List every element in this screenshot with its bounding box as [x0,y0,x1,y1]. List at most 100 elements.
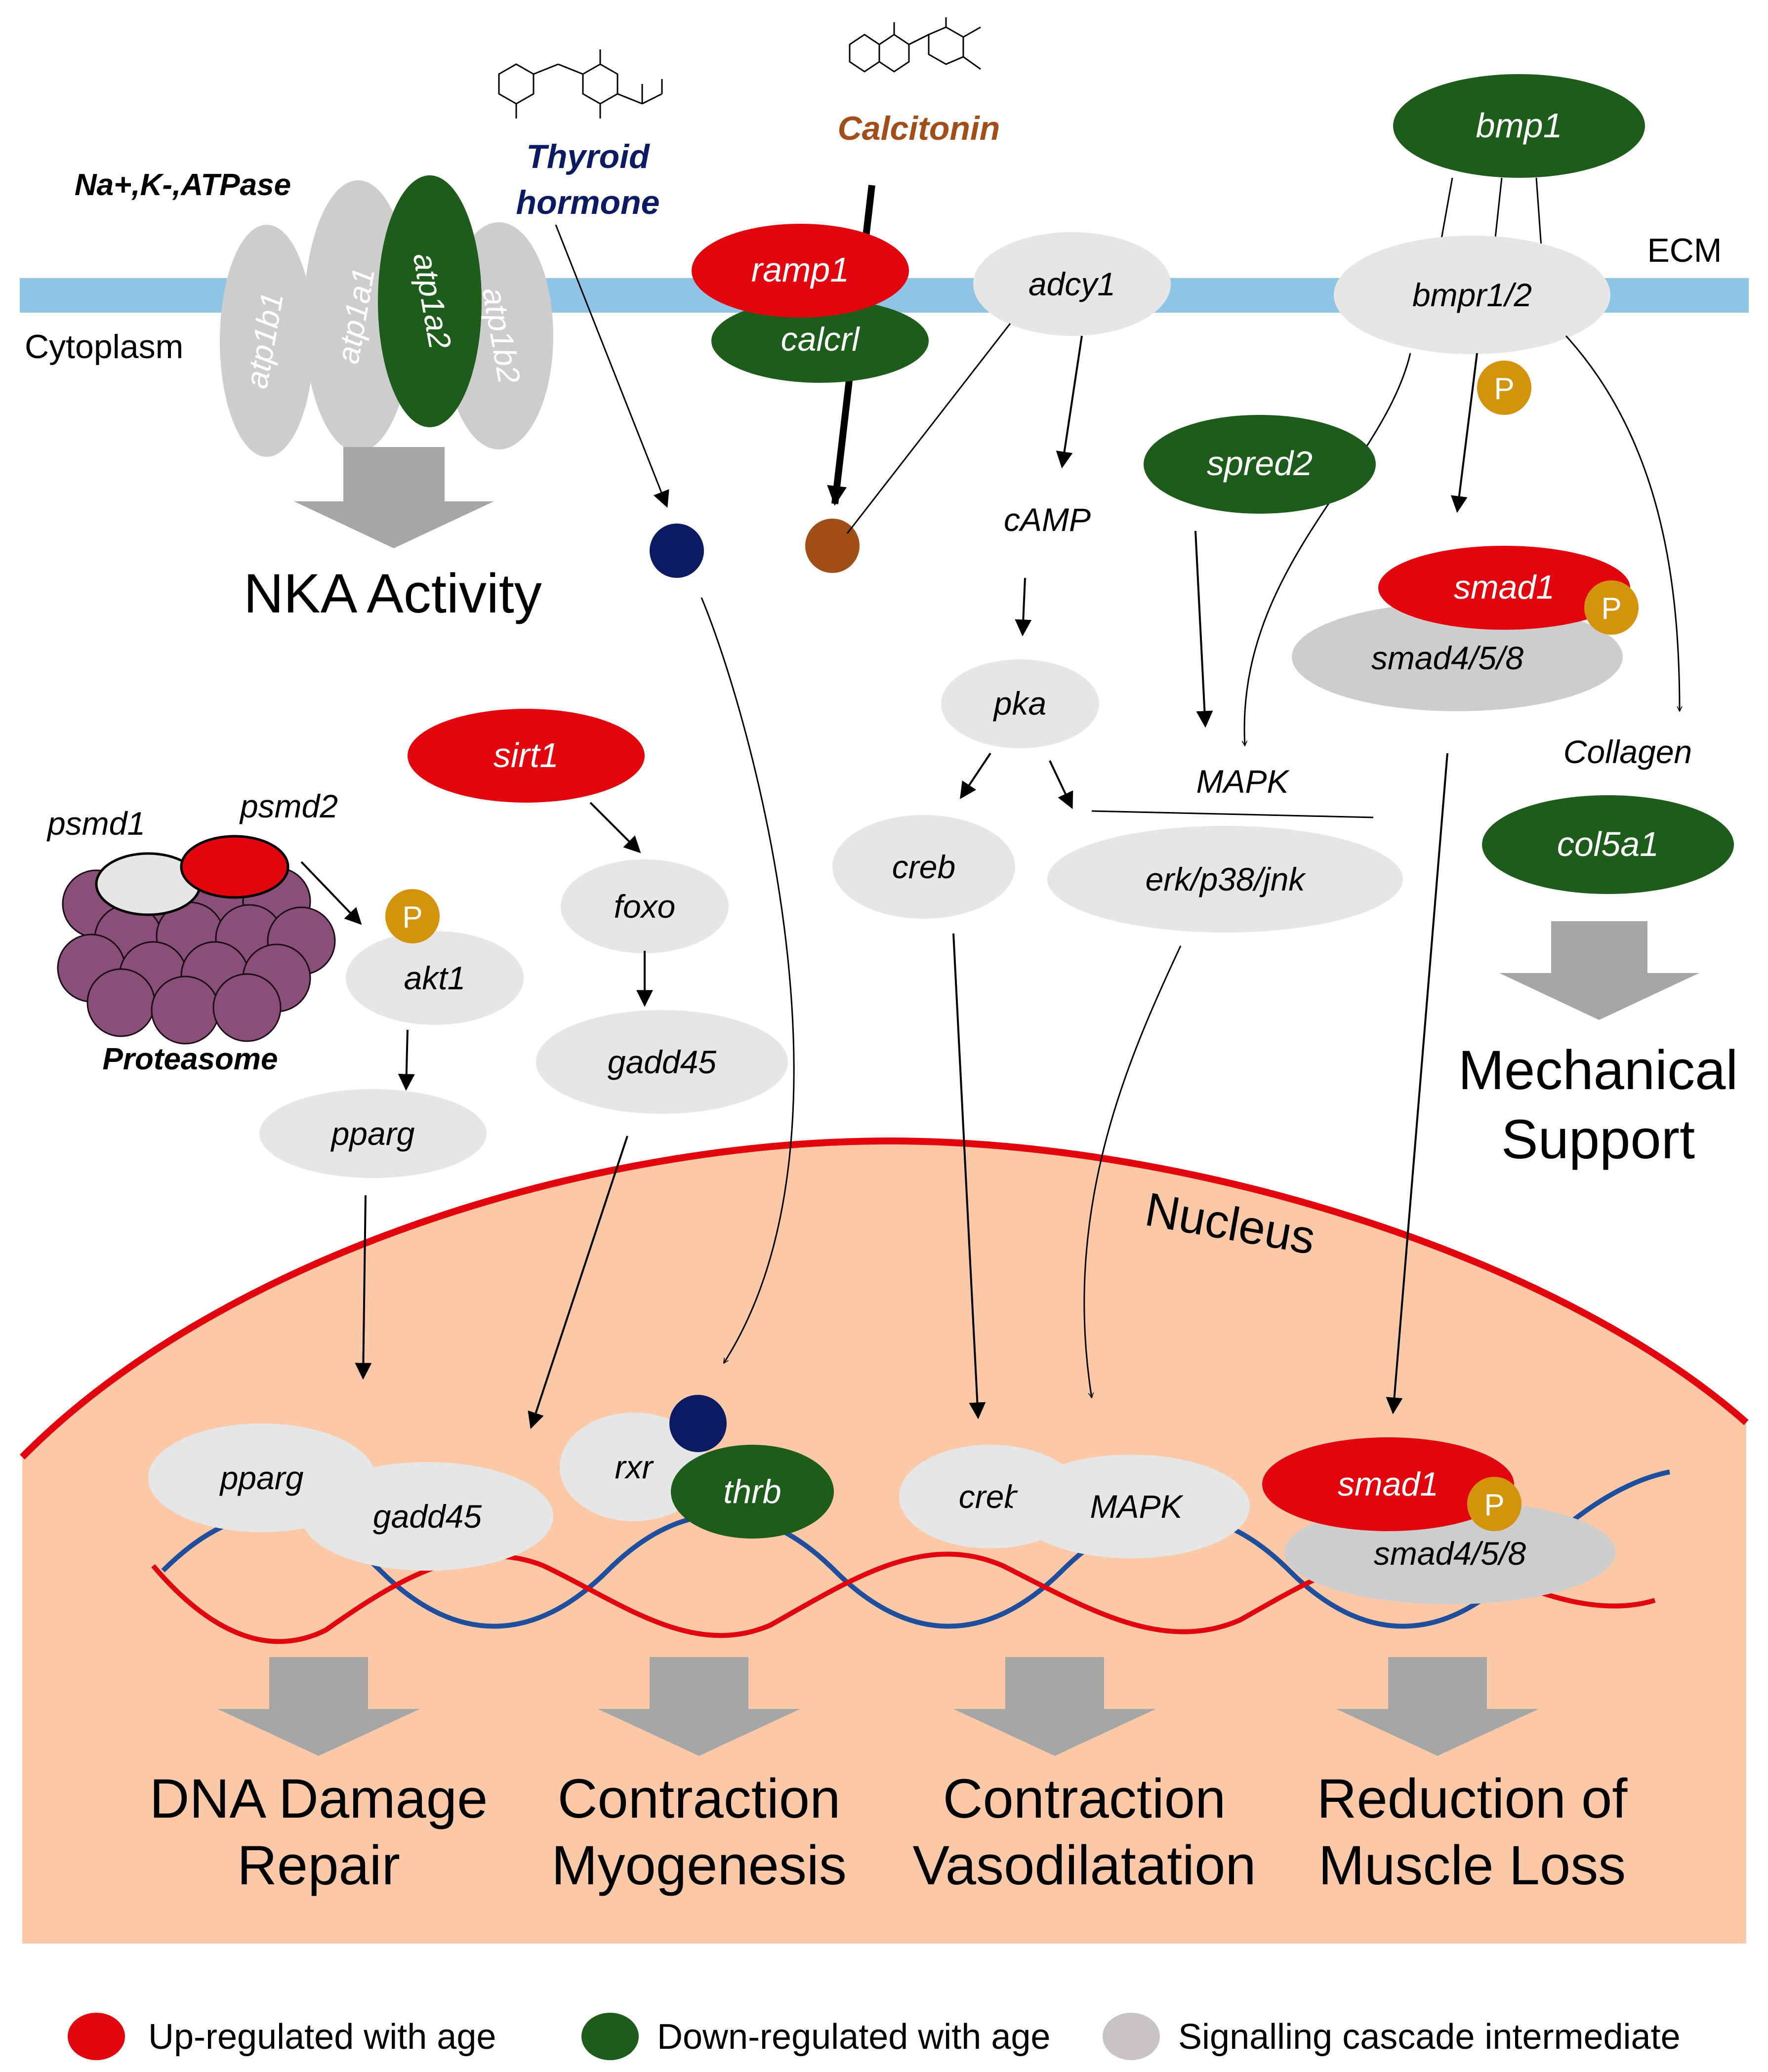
thyroid-to-dot-arrow [555,224,669,508]
smad1-node: smad1 [1378,546,1630,630]
proteasome-label: Proteasome [103,1042,278,1076]
outcome-4-line2: Muscle Loss [1318,1834,1626,1896]
nucleus-region [22,1141,1746,1944]
bmp1-to-bmpr-line-3 [1535,177,1542,247]
pka-to-erk-arrow [1049,760,1073,810]
spred2-to-mapk-arrow [1194,530,1213,728]
thyroid-label-line2: hormone [516,184,660,221]
svg-text:P: P [402,900,422,934]
bmpr-to-collagen-arrow [1565,335,1680,711]
bmp1-to-bmpr-line-1 [1439,177,1453,247]
adcy1-to-camp-arrow [1056,335,1083,469]
nucleus-mapk-label: MAPK [1090,1488,1184,1525]
legend-swatch-intermediate [1103,2013,1160,2060]
gadd45-node: gadd45 [536,1010,788,1114]
phospho-badge-akt1: P [385,889,440,943]
psmd2-node [180,835,289,899]
outcome-3-line2: Vasodilatation [912,1834,1256,1896]
erk-label: erk/p38/jnk [1146,861,1307,897]
spred2-node: spred2 [1144,415,1376,514]
thyroid-hormone-structure-icon [498,49,663,119]
camp-label: cAMP [1004,501,1091,538]
calcitonin-dot [805,519,860,573]
nucleus-mapk-node: MAPK [1013,1455,1250,1558]
sirt1-to-foxo-arrow [589,802,641,853]
pka-to-creb-arrow [960,752,991,799]
pparg-label: pparg [330,1115,415,1152]
outcome-4-line1: Reduction of [1317,1768,1628,1829]
nucleus-smad458-label: smad4/5/8 [1374,1535,1526,1572]
svg-text:P: P [1601,592,1621,626]
akt1-label: akt1 [404,960,466,996]
psmd2-label: psmd2 [239,788,338,824]
sirt1-label: sirt1 [493,736,559,774]
foxo-node: foxo [561,859,729,953]
adcy1-to-calcitonin-line [846,323,1011,534]
nka-activity-arrow [294,447,494,548]
nucleus-pparg-label: pparg [219,1460,304,1496]
nucleus-smad1-label: smad1 [1338,1465,1439,1503]
foxo-label: foxo [614,888,676,925]
erk-node: erk/p38/jnk [1047,826,1403,933]
outcome-2-line2: Myogenesis [551,1834,847,1896]
phospho-badge-nucleus-smad: P [1467,1477,1521,1531]
mapk-bar [1091,810,1374,818]
creb-node: creb [832,815,1015,919]
outcome-1-line1: DNA Damage [150,1768,488,1829]
erk-to-nucleus-arrow [1083,945,1182,1398]
smad458-node: smad4/5/8 [1292,603,1623,711]
atp1b1-node: atp1b1 [220,225,314,457]
dna-strand-blue [161,1469,1670,1629]
ramp1-node: ramp1 [692,224,909,318]
cytoplasm-label: Cytoplasm [25,328,183,366]
bmpr-to-smad-arrow [1450,353,1478,513]
col5a1-label: col5a1 [1557,825,1659,863]
nucleus-smad1-node: smad1 [1262,1437,1514,1531]
thyroid-hormone-dot [650,524,704,578]
akt1-to-pparg-arrow [398,1029,415,1091]
legend-swatch-down [581,2013,639,2060]
ecm-label: ECM [1647,232,1722,269]
calcitonin-structure-icon [849,17,981,73]
psmd1-label: psmd1 [46,805,145,842]
nucleus-creb-label: creb [959,1478,1022,1515]
outcome-3-line1: Contraction [943,1768,1226,1829]
creb-label: creb [892,849,955,885]
legend: Up-regulated with age Down-regulated wit… [68,2013,1681,2060]
outcome-1-line2: Repair [237,1834,400,1896]
bmp1-label: bmp1 [1476,106,1562,145]
smad1-label: smad1 [1454,569,1555,606]
pparg-to-nucleus-arrow [355,1195,372,1380]
camp-to-pka-arrow [1015,577,1032,637]
nucleus-thrb-node: thrb [671,1445,834,1539]
nucleus-thrb-label: thrb [723,1473,781,1510]
bmp1-node: bmp1 [1393,74,1645,178]
mechanical-label-line2: Support [1501,1108,1695,1170]
mechanical-label-line1: Mechanical [1458,1039,1738,1101]
legend-swatch-up [68,2013,125,2060]
outcome-arrow-1 [217,1657,420,1756]
nucleus-rxr-node: rxr [560,1413,708,1521]
smad-to-nucleus-arrow [1386,753,1448,1415]
pka-node: pka [941,659,1099,748]
adcy1-label: adcy1 [1028,266,1115,302]
nucleus-rxr-label: rxr [615,1449,655,1485]
thyroid-label-line1: Thyroid [526,138,650,175]
nucleus-gadd45-node: gadd45 [301,1462,553,1571]
legend-label-intermediate: Signalling cascade intermediate [1178,2017,1681,2057]
nucleus-gadd45-label: gadd45 [373,1498,482,1535]
atp1a2-node: atp1a2 [378,175,482,427]
svg-text:P: P [1494,372,1514,406]
gadd45-to-nucleus-arrow [528,1136,628,1429]
calcrl-node: calcrl [711,299,929,383]
creb-to-nucleus-arrow [952,933,986,1420]
col5a1-node: col5a1 [1482,795,1734,894]
nucleus-membrane [20,1137,1749,1460]
outcome-arrow-2 [598,1657,800,1756]
collagen-label: Collagen [1563,733,1692,770]
mechanical-support-arrow [1499,921,1699,1020]
smad458-label: smad4/5/8 [1371,640,1523,676]
sirt1-node: sirt1 [408,709,645,803]
calcitonin-label: Calcitonin [838,110,1000,147]
